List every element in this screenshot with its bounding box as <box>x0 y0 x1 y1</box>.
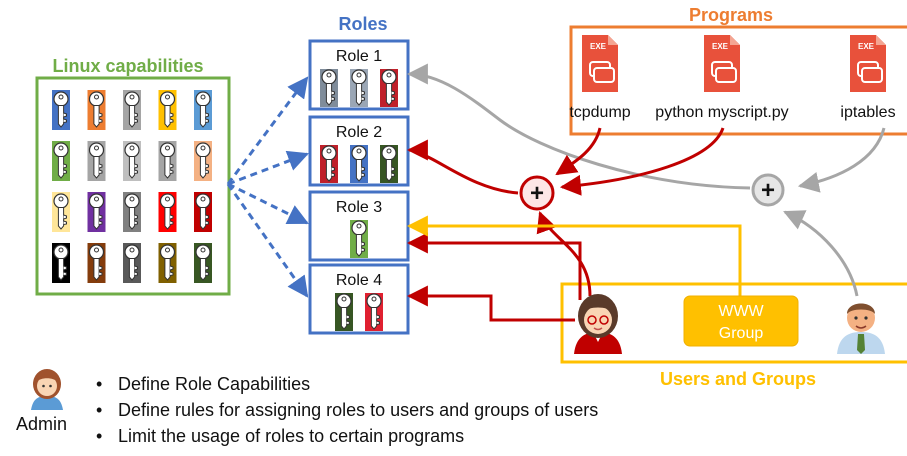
group-name-line1: WWW <box>718 303 764 320</box>
role-key <box>350 220 368 258</box>
group-name-line2: Group <box>719 325 764 342</box>
exe-file-icon: EXE <box>582 35 618 92</box>
exe-badge: EXE <box>712 42 729 51</box>
red-connectors <box>406 127 725 322</box>
capability-key <box>87 192 106 232</box>
capability-assignment-arrows <box>226 76 309 298</box>
roles-title: Roles <box>338 14 387 34</box>
capability-key <box>194 90 212 130</box>
capability-key <box>87 90 106 130</box>
female-user-avatar <box>574 294 622 354</box>
admin-responsibilities-list: Define Role Capabilities Define rules fo… <box>96 371 598 449</box>
red-arrow-to-role-2 <box>406 139 519 195</box>
red-user-to-role-3 <box>406 232 582 300</box>
capability-key <box>87 141 106 181</box>
role-key <box>350 69 368 107</box>
admin-avatar <box>31 369 63 410</box>
capability-key <box>123 192 141 232</box>
bullet-item: Define Role Capabilities <box>96 371 598 397</box>
yellow-group-to-role-3 <box>406 215 742 296</box>
role-label: Role 1 <box>336 48 382 65</box>
male-user-avatar <box>837 303 885 354</box>
program-2: EXE python myscript.py <box>655 35 789 121</box>
cap-arrow-role-1 <box>226 76 309 185</box>
red-python-line <box>559 127 725 196</box>
capability-key <box>123 243 141 283</box>
red-tcpdump-line <box>555 127 602 176</box>
users-groups-title: Users and Groups <box>660 369 816 389</box>
role-label: Role 3 <box>336 199 382 216</box>
capability-key <box>158 243 177 283</box>
roles-column: Role 1 Role 2 Role 3 Role 4 <box>308 39 410 335</box>
role-key <box>320 69 338 107</box>
linux-capabilities-title: Linux capabilities <box>52 56 203 76</box>
role-key <box>320 145 338 183</box>
cap-arrow-role-2 <box>227 150 309 186</box>
program-label: iptables <box>840 104 895 121</box>
role-label: Role 4 <box>336 272 382 289</box>
admin-label: Admin <box>16 414 68 434</box>
exe-file-icon: EXE <box>704 35 740 92</box>
role-box-3: Role 3 <box>308 190 410 262</box>
bullet-item: Limit the usage of roles to certain prog… <box>96 423 598 449</box>
role-box-1: Role 1 <box>308 39 410 111</box>
capability-key <box>194 192 212 232</box>
gray-user-line <box>783 210 859 297</box>
capability-key <box>194 141 212 181</box>
role-key <box>380 145 398 183</box>
capability-key <box>123 90 141 130</box>
plus-symbol: + <box>530 180 544 207</box>
programs-title: Programs <box>689 5 773 25</box>
capability-key <box>158 90 177 130</box>
plus-symbol: + <box>761 177 775 204</box>
bullet-item: Define rules for assigning roles to user… <box>96 397 598 423</box>
role-box-2: Role 2 <box>308 115 410 187</box>
exe-badge: EXE <box>858 42 875 51</box>
www-group-box: WWW Group <box>683 295 799 347</box>
gray-connectors <box>406 63 886 297</box>
red-user-to-role-4 <box>406 285 575 322</box>
capability-key <box>52 90 70 130</box>
capability-key <box>52 243 70 283</box>
capability-key <box>52 141 70 181</box>
red-user-to-plus <box>536 211 592 297</box>
capability-key <box>194 243 212 283</box>
exe-file-icon: EXE <box>850 35 886 92</box>
capability-key <box>158 141 177 181</box>
iptables-user-combine-node: + <box>751 173 785 207</box>
program-label: tcpdump <box>569 104 630 121</box>
capability-key <box>87 243 106 283</box>
programs-box <box>569 25 907 136</box>
role-key <box>335 293 353 331</box>
cap-arrow-role-3 <box>227 182 309 225</box>
program-user-combine-node: + <box>519 175 555 211</box>
users-groups-box <box>560 282 907 364</box>
gray-iptables-line <box>797 127 886 193</box>
exe-badge: EXE <box>590 42 607 51</box>
yellow-connectors <box>406 215 742 296</box>
capability-key-grid <box>52 90 212 283</box>
programs-list: EXE tcpdump EXE python myscript.py EXE iptabl… <box>569 35 896 121</box>
program-1: EXE tcpdump <box>569 35 631 121</box>
capability-key <box>52 192 70 232</box>
role-label: Role 2 <box>336 124 382 141</box>
program-label: python myscript.py <box>655 104 788 121</box>
role-box-4: Role 4 <box>308 263 410 335</box>
cap-arrow-role-4 <box>226 183 309 298</box>
program-3: EXE iptables <box>840 35 896 121</box>
role-key <box>365 293 383 331</box>
role-key <box>380 69 398 107</box>
capability-key <box>123 141 141 181</box>
capability-key <box>158 192 177 232</box>
role-key <box>350 145 368 183</box>
gray-arrow-to-role-1 <box>406 63 751 190</box>
